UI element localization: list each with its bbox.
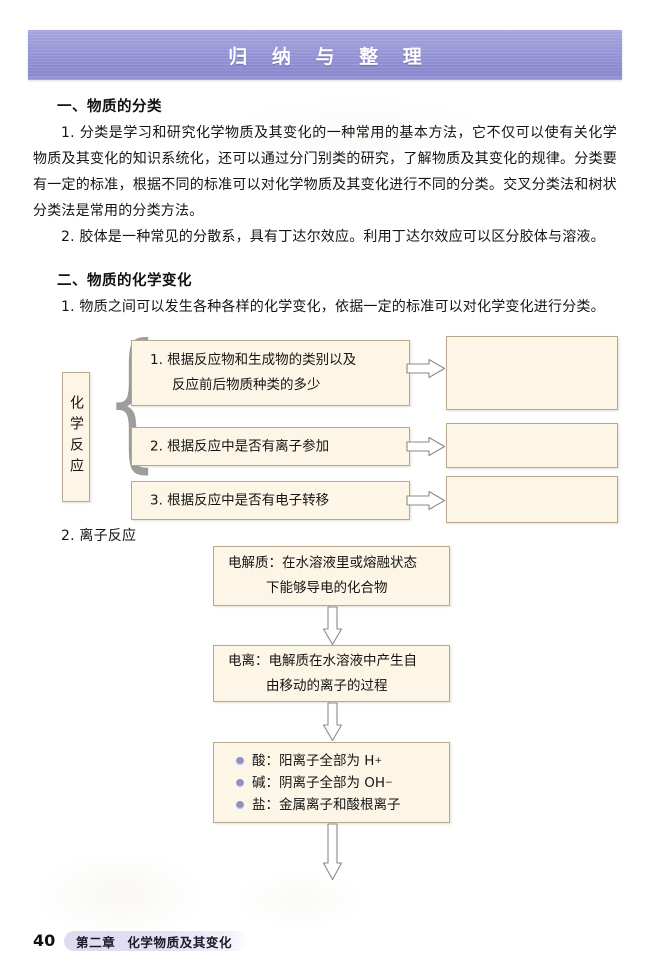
bullet-icon (236, 800, 244, 809)
section-1-paragraph-1: 1. 分类是学习和研究化学物质及其变化的一种常用的基本方法，它不仅可以使有关化学… (33, 125, 617, 219)
bullet-icon (236, 778, 244, 787)
criterion-box-1: 1. 根据反应物和生成物的类别以及 反应前后物质种类的多少 (131, 340, 410, 406)
salt-definition: 盐：金属离子和酸根离子 (252, 796, 401, 813)
arrow-down-icon-1 (322, 606, 343, 650)
arrow-right-icon-3 (406, 490, 446, 515)
footer-chapter-title: 化学物质及其变化 (127, 934, 233, 950)
criterion-box-3: 3. 根据反应中是否有电子转移 (131, 481, 410, 520)
footer-chapter: 第二章 (76, 934, 116, 950)
answer-box-1[interactable] (446, 336, 618, 410)
arrow-right-icon-1 (406, 358, 446, 383)
section-1-paragraph-2: 2. 胶体是一种常见的分散系，具有丁达尔效应。利用丁达尔效应可以区分胶体与溶液。 (61, 229, 605, 245)
section-heading-2: 二、物质的化学变化 (57, 273, 192, 289)
acid-base-salt-row: 盐：金属离子和酸根离子 (236, 794, 401, 816)
acid-charge: + (374, 755, 382, 766)
acid-base-salt-row: 酸：阳离子全部为 H+ (236, 750, 401, 772)
flow-box-electrolyte-line-2: 下能够导电的化合物 (266, 580, 388, 596)
flow-box-ionization-line-2: 由移动的离子的过程 (266, 677, 388, 694)
answer-box-2[interactable] (446, 423, 618, 468)
criterion-box-3-line-1: 3. 根据反应中是否有电子转移 (150, 492, 330, 508)
flow-box-electrolyte-line-1: 电解质：在水溶液里或熔融状态 (228, 555, 417, 571)
flow-box-electrolyte: 电解质：在水溶液里或熔融状态 下能够导电的化合物 (213, 546, 450, 606)
bullet-icon (236, 756, 244, 765)
page-banner: 归 纳 与 整 理 (28, 30, 622, 80)
flow-box-acid-base-salt: 酸：阳离子全部为 H+ 碱：阴离子全部为 OH− 盐：金属离子和酸根离子 (213, 742, 450, 823)
answer-box-3[interactable] (446, 476, 618, 523)
flow-box-ionization-line-1: 电离：电解质在水溶液中产生自 (228, 652, 417, 669)
page-number: 40 (33, 931, 56, 950)
criterion-box-1-line-2: 反应前后物质种类的多少 (172, 377, 321, 393)
base-charge: − (385, 777, 393, 788)
section-2-paragraph-1: 1. 物质之间可以发生各种各样的化学变化，依据一定的标准可以对化学变化进行分类。 (61, 299, 605, 315)
page-title: 归 纳 与 整 理 (228, 45, 431, 68)
acid-base-salt-row: 碱：阴离子全部为 OH− (236, 772, 401, 794)
arrow-down-icon-3 (322, 823, 343, 885)
flow-box-ionization: 电离：电解质在水溶液中产生自 由移动的离子的过程 (213, 645, 450, 702)
arrow-right-icon-2 (406, 436, 446, 461)
acid-definition: 酸：阳离子全部为 H (252, 752, 375, 769)
criterion-box-1-line-1: 1. 根据反应物和生成物的类别以及 (150, 352, 357, 368)
criterion-box-2: 2. 根据反应中是否有离子参加 (131, 427, 410, 466)
arrow-down-icon-2 (322, 702, 343, 746)
footer-chapter-pill: 第二章 化学物质及其变化 (64, 931, 249, 951)
subsection-label-ionic-reaction: 2. 离子反应 (61, 528, 137, 544)
section-heading-1: 一、物质的分类 (57, 99, 162, 115)
base-definition: 碱：阴离子全部为 OH (252, 774, 386, 791)
diagram-label-chemical-reaction: 化学反应 (62, 372, 90, 502)
criterion-box-2-line-1: 2. 根据反应中是否有离子参加 (150, 438, 330, 454)
